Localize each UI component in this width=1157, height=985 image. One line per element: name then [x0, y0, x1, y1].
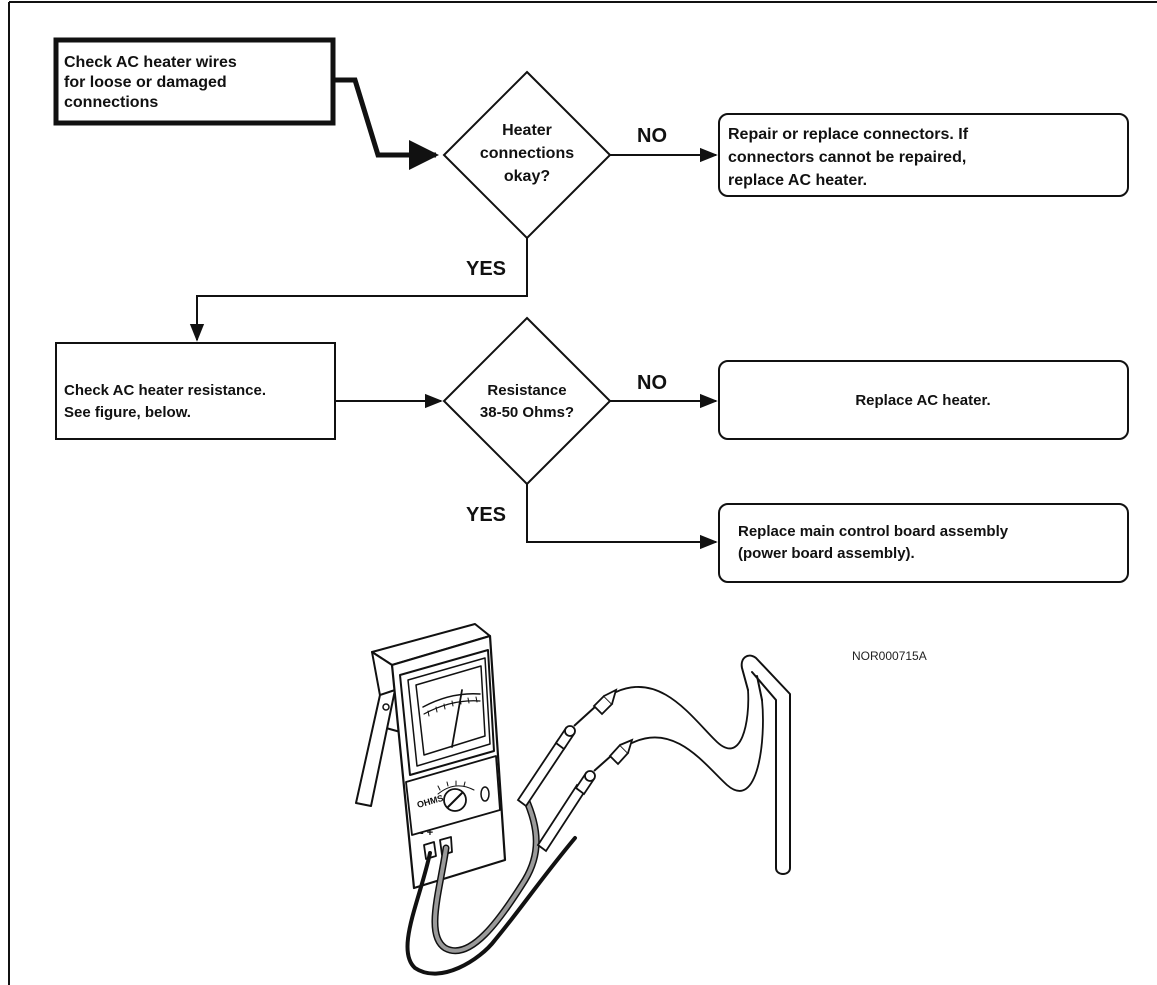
- start-box-line1: Check AC heater wires: [64, 54, 237, 71]
- replace-board-line2: (power board assembly).: [738, 545, 915, 562]
- replace-heater-box: Replace AC heater.: [718, 360, 1129, 440]
- start-box-line2: for loose or damaged: [64, 74, 227, 91]
- check-resistance-box: Check AC heater resistance. See figure, …: [55, 342, 336, 440]
- resistance-box-line2: See figure, below.: [64, 404, 191, 421]
- repair-box-line3: replace AC heater.: [728, 172, 867, 189]
- decision1-yes-label: YES: [466, 258, 506, 280]
- black-test-lead: [405, 836, 577, 976]
- decision2-no-label: NO: [637, 372, 667, 394]
- decision2-yes-label: YES: [466, 504, 506, 526]
- repair-connectors-box: Repair or replace connectors. If connect…: [718, 113, 1129, 197]
- probe-upper: [516, 738, 568, 808]
- jack-com: [423, 841, 437, 860]
- zero-adjust-screw: [480, 786, 490, 802]
- connector-start-to-decision1: [334, 77, 439, 170]
- figure-code: NOR000715A: [852, 649, 927, 663]
- decision1-no-label: NO: [637, 125, 667, 147]
- decision-heater-connections: Heater connections okay?: [442, 70, 612, 240]
- decision1-line2: connections: [480, 145, 574, 162]
- repair-box-line2: connectors cannot be repaired,: [728, 149, 966, 166]
- decision1-line1: Heater: [502, 122, 552, 139]
- decision2-line2: 38-50 Ohms?: [480, 404, 574, 421]
- connector-decision1-yes: [189, 238, 528, 342]
- page-frame: [8, 1, 1157, 985]
- decision2-line1: Resistance: [487, 382, 566, 399]
- replace-heater-line1: Replace AC heater.: [855, 392, 990, 409]
- probe-lower: [536, 783, 587, 853]
- start-box: Check AC heater wires for loose or damag…: [53, 37, 336, 126]
- repair-box-line1: Repair or replace connectors. If: [728, 126, 969, 143]
- replace-board-box: Replace main control board assembly (pow…: [718, 503, 1129, 583]
- flow-connectors: [189, 77, 718, 550]
- start-box-line3: connections: [64, 94, 158, 111]
- meter-display: [415, 665, 486, 756]
- decision-resistance: Resistance 38-50 Ohms?: [442, 316, 612, 486]
- svg-text:- +: - +: [420, 827, 433, 839]
- decision1-line3: okay?: [504, 168, 550, 185]
- test-leads: [405, 793, 577, 976]
- ohmmeter-illustration: OHMS - +: [355, 623, 507, 890]
- resistance-box-line1: Check AC heater resistance.: [64, 382, 266, 399]
- ac-heater-element: [615, 654, 791, 875]
- kickstand: [355, 689, 396, 807]
- replace-board-line1: Replace main control board assembly: [738, 523, 1009, 540]
- connector-decision2-yes: [526, 484, 718, 550]
- test-probes: [516, 688, 634, 853]
- meter-needle: [451, 689, 463, 748]
